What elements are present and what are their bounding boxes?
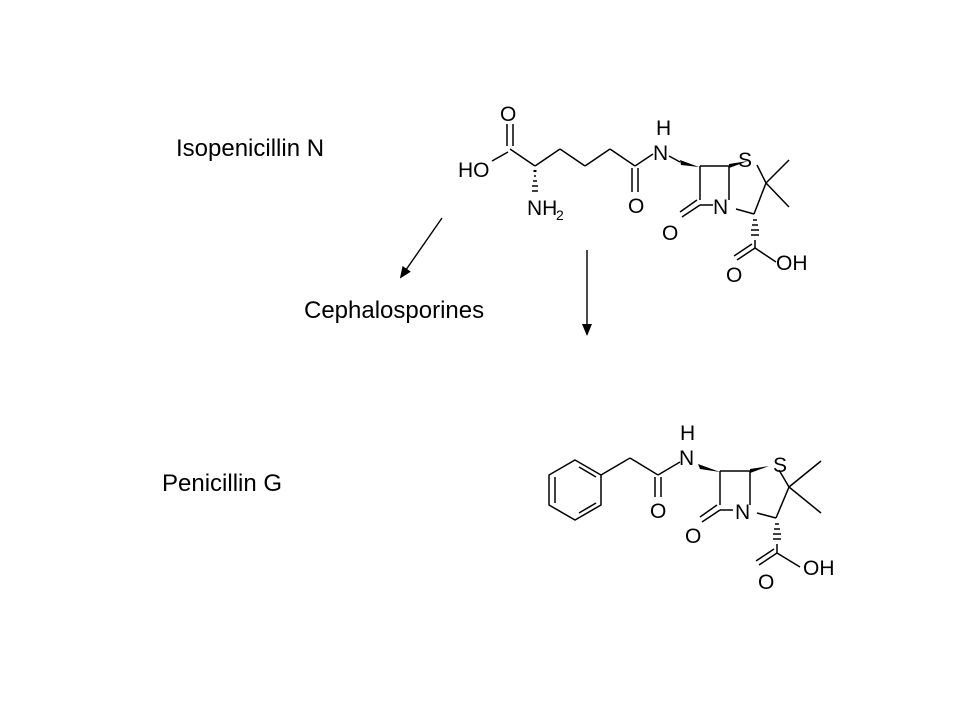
atom-h: H bbox=[680, 422, 695, 445]
atom-o: O bbox=[726, 264, 742, 287]
atom-o: O bbox=[628, 195, 644, 218]
atom-oh: OH bbox=[776, 252, 808, 275]
atom-h: H bbox=[656, 117, 671, 140]
atom-n: N bbox=[735, 501, 750, 524]
atom-subscript-2: 2 bbox=[556, 207, 564, 223]
atom-nh2: NH bbox=[527, 197, 557, 220]
atom-s: S bbox=[738, 149, 752, 172]
atom-n: N bbox=[653, 142, 668, 165]
arrow-to-cephalosporines bbox=[399, 217, 443, 279]
atom-o: O bbox=[685, 525, 701, 548]
atom-ho: HO bbox=[458, 159, 490, 182]
atom-o: O bbox=[500, 103, 516, 126]
penicillin-g-atoms: O H N S N O O OH bbox=[650, 422, 835, 594]
atom-o: O bbox=[650, 500, 666, 523]
cephalosporines-label: Cephalosporines bbox=[304, 297, 485, 324]
atom-s: S bbox=[773, 454, 787, 477]
atom-n: N bbox=[713, 196, 728, 219]
atom-o: O bbox=[758, 571, 774, 594]
penicillin-g-label: Penicillin G bbox=[162, 470, 283, 497]
atom-n: N bbox=[679, 447, 694, 470]
isopenicillin-n-structure bbox=[491, 124, 790, 263]
isopenicillin-n-label: Isopenicillin N bbox=[176, 135, 325, 162]
atom-o: O bbox=[662, 222, 678, 245]
penicillin-g-structure bbox=[548, 457, 822, 568]
atom-oh: OH bbox=[803, 557, 835, 580]
isopenicillin-n-atoms: O HO NH 2 O H N S N O O OH bbox=[458, 103, 808, 287]
